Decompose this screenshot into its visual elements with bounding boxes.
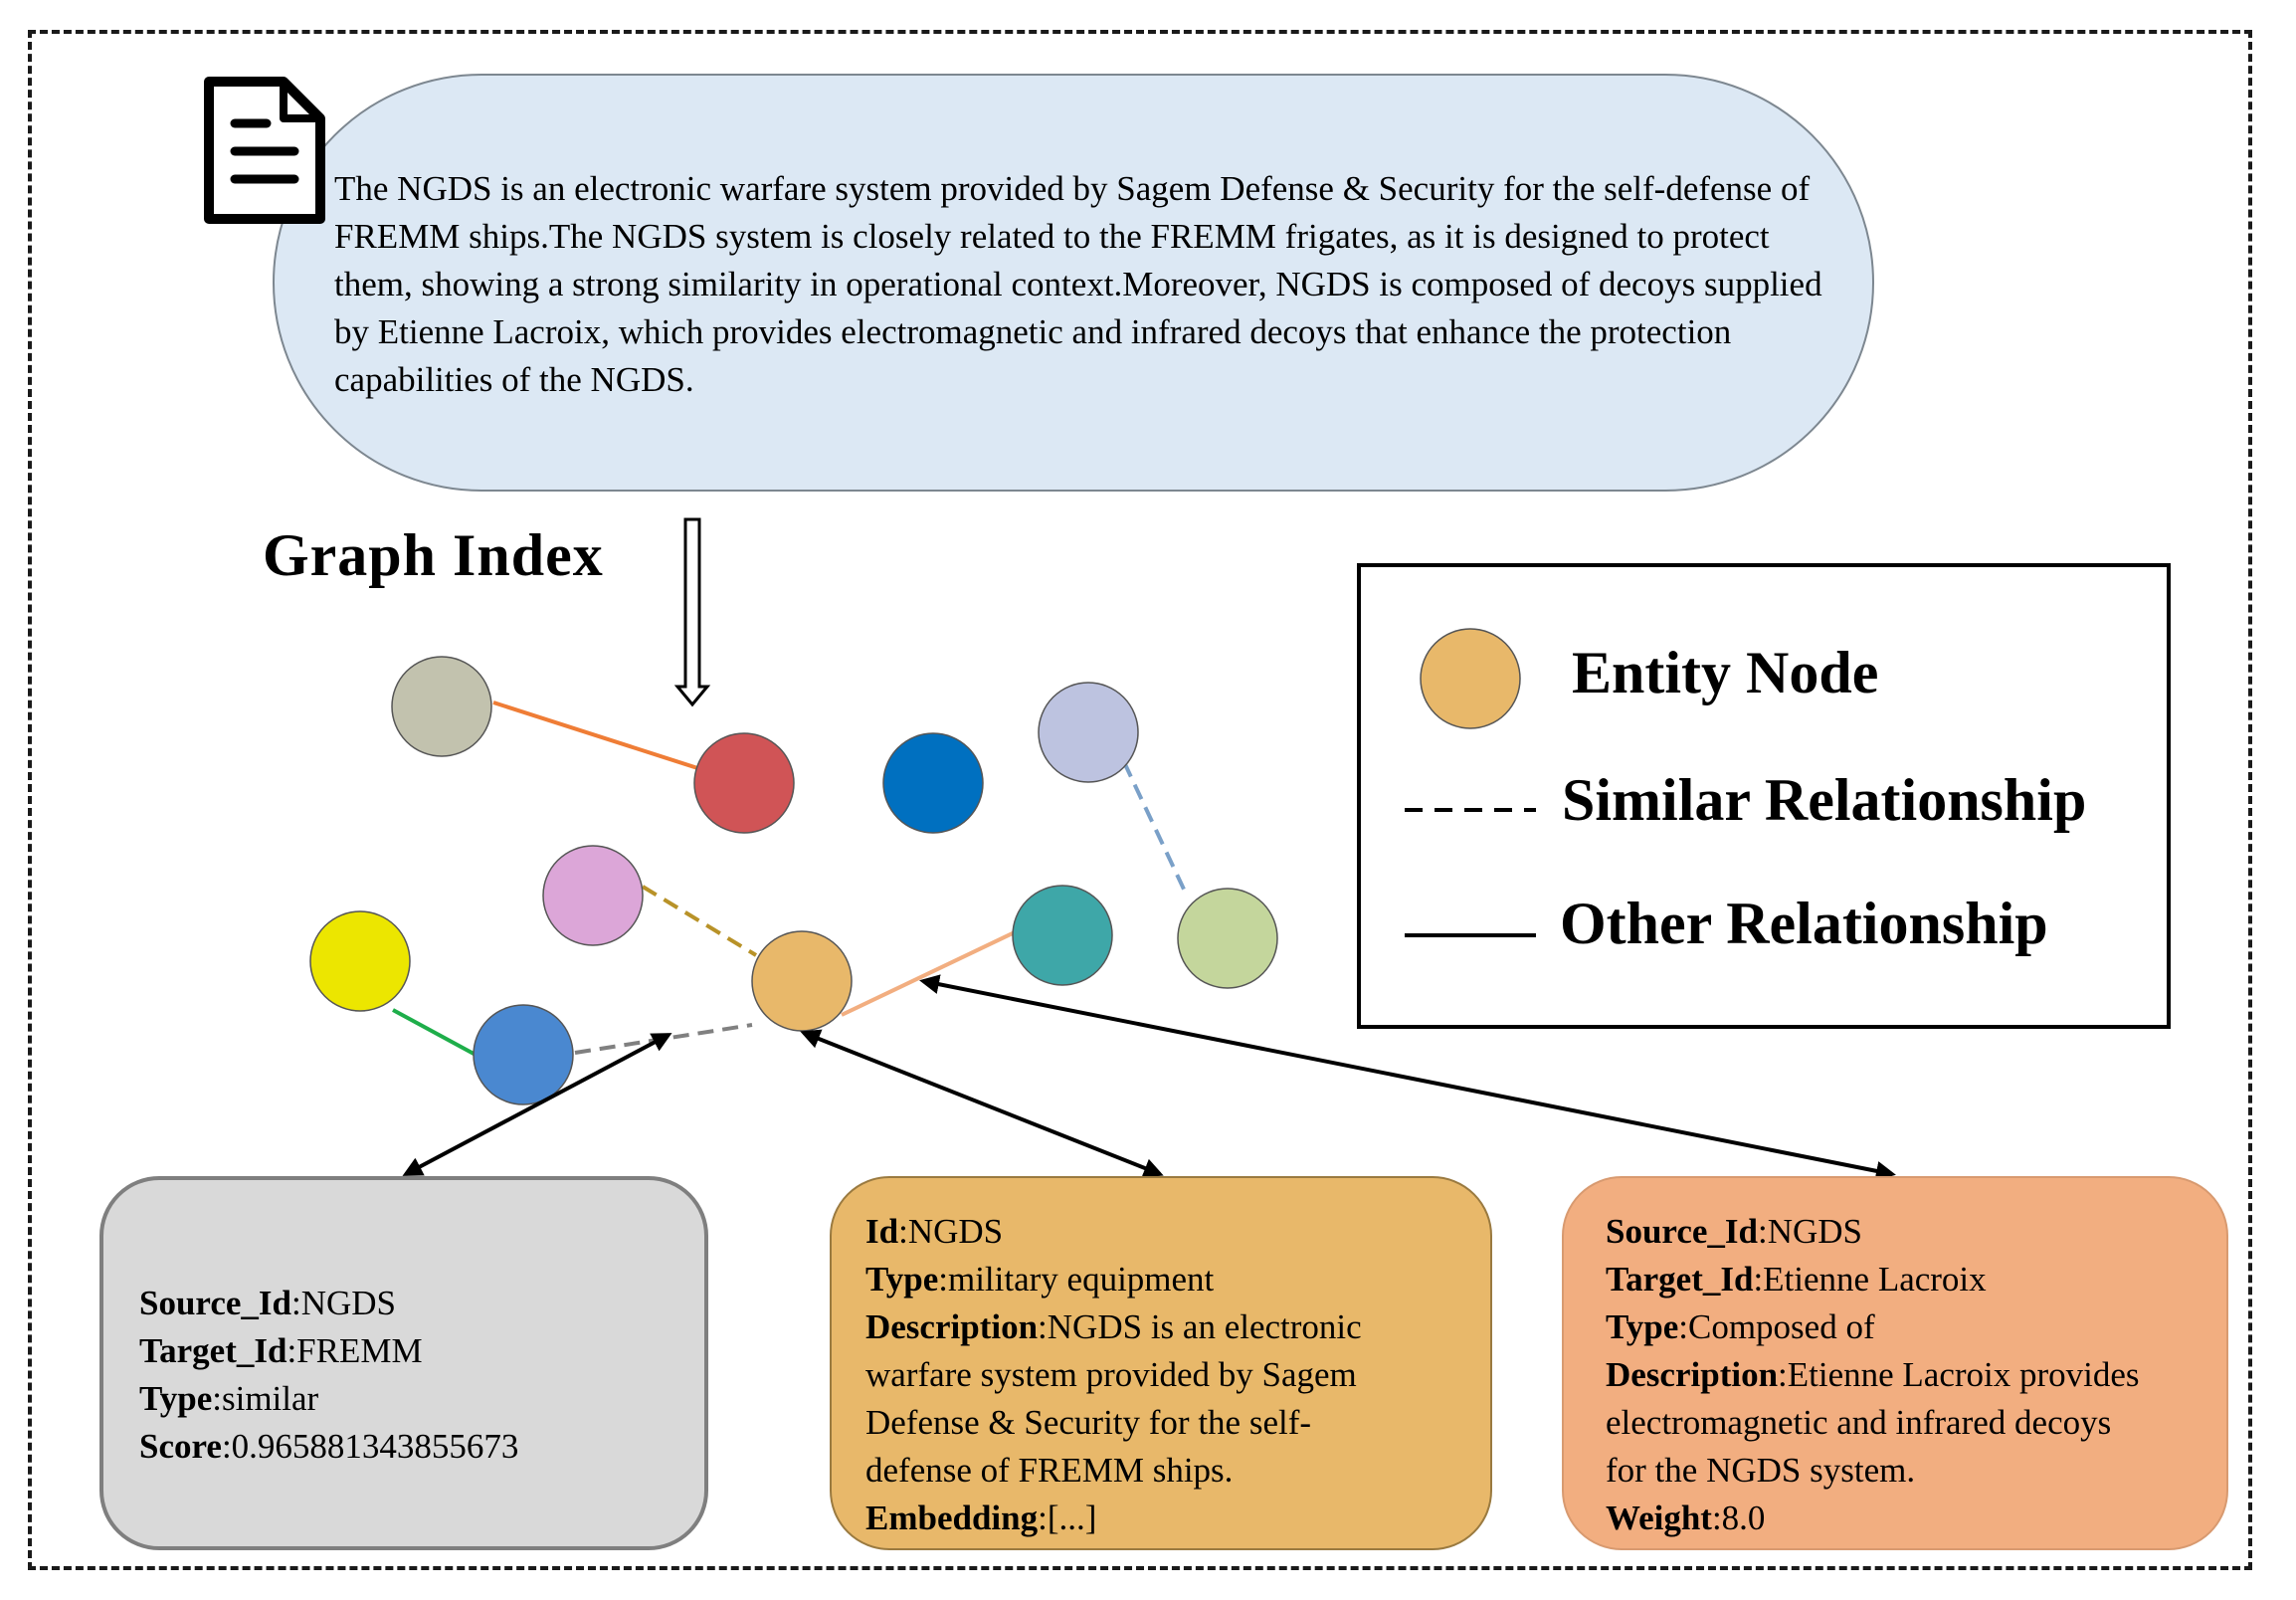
card-row: Type:Composed of [1606,1303,2200,1351]
entity-node-teal [1012,885,1113,986]
other-relationship-card: Source_Id:NGDS Target_Id:Etienne Lacroix… [1562,1176,2228,1550]
card-row: Target_Id:Etienne Lacroix [1606,1256,2200,1303]
card-row: Target_Id:FREMM [139,1327,670,1375]
legend-entity-label: Entity Node [1572,640,1879,705]
field-value: :8.0 [1711,1499,1766,1537]
entity-node-darkblue [882,732,984,834]
document-text-box [273,74,1874,492]
entity-node-pink [542,845,644,946]
field-value: :NGDS [898,1212,1004,1251]
legend-other-label: Other Relationship [1560,891,2048,956]
field-key: Source_Id [139,1284,291,1322]
card-row: Type:military equipment [865,1256,1456,1303]
edge-similar-blue [1122,761,1189,897]
field-value: :NGDS [1758,1212,1863,1251]
field-value: :0.965881343855673 [221,1427,519,1466]
field-key: Type [139,1379,213,1418]
field-value: :Composed of [1678,1307,1875,1346]
field-value: :Etienne Lacroix [1753,1260,1987,1299]
field-value: :[...] [1038,1499,1097,1537]
edge-similar-gold [641,885,758,957]
entity-node-red [693,732,795,834]
down-arrow-icon [673,517,711,707]
field-key: Score [139,1427,222,1466]
card-row: Weight:8.0 [1606,1495,2200,1542]
field-key: Type [1606,1307,1679,1346]
similar-relationship-card: Source_Id:NGDS Target_Id:FREMM Type:simi… [99,1176,708,1550]
card-row: Id:NGDS [865,1208,1456,1256]
edge-other-green [392,1008,477,1057]
field-key: Weight [1606,1499,1712,1537]
field-key: Embedding [865,1499,1039,1537]
card-row: Defense & Security for the self- [865,1403,1312,1442]
entity-node-gray [391,656,492,757]
legend-box: Entity Node Similar Relationship Other R… [1357,563,2171,1029]
field-value: :Etienne Lacroix provides [1778,1355,2140,1394]
card-row: Source_Id:NGDS [139,1280,670,1327]
card-row: electromagnetic and infrared decoys [1606,1403,2112,1442]
field-key: Description [1606,1355,1779,1394]
callout-arrow-similar [402,1033,672,1176]
callout-arrow-entity [800,1029,1164,1178]
field-key: Source_Id [1606,1212,1758,1251]
entity-node-lightgreen [1177,888,1278,989]
field-key: Id [865,1212,899,1251]
card-row: for the NGDS system. [1606,1451,1916,1490]
field-value: :FREMM [287,1331,423,1370]
field-value: :military equipment [938,1260,1215,1299]
outer-dashed-frame [28,30,2252,1570]
field-value: :NGDS is an electronic [1038,1307,1362,1346]
legend-entity-node-swatch [1420,628,1521,729]
field-value: :NGDS [291,1284,397,1322]
card-row: Source_Id:NGDS [1606,1208,2200,1256]
field-key: Description [865,1307,1039,1346]
edge-other-peach [841,929,1018,1017]
field-value: :similar [212,1379,319,1418]
field-key: Target_Id [139,1331,287,1370]
field-key: Type [865,1260,939,1299]
document-text: The NGDS is an electronic warfare system… [334,169,1822,399]
document-icon [204,77,325,224]
card-row: Embedding:[...] [865,1495,1456,1542]
entity-node-lavender [1038,682,1139,783]
card-row: warfare system provided by Sagem [865,1355,1357,1394]
legend-symbols [1405,628,1536,937]
entity-node-blue [473,1004,574,1105]
field-key: Target_Id [1606,1260,1754,1299]
graph-index-heading: Graph Index [263,522,604,588]
card-row: Type:similar [139,1375,670,1423]
entity-node-ngds [751,930,853,1032]
legend-similar-label: Similar Relationship [1562,767,2087,833]
callout-arrow-other [919,974,1896,1181]
card-row: defense of FREMM ships. [865,1451,1234,1490]
entity-node-card: Id:NGDS Type:military equipment Descript… [830,1176,1492,1550]
card-row: Description:NGDS is an electronic [865,1303,1456,1351]
entity-node-yellow [309,910,411,1012]
card-row: Description:Etienne Lacroix provides [1606,1351,2200,1399]
card-row: Score:0.965881343855673 [139,1423,670,1471]
